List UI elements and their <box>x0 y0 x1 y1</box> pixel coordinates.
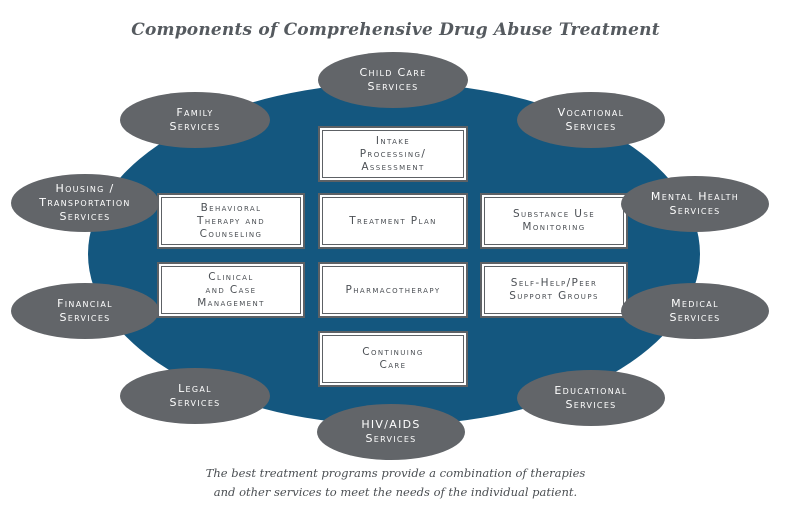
continuing-care-box: Continuing Care <box>318 331 468 387</box>
financial-services-oval: Financial Services <box>11 283 159 339</box>
substance-use-monitoring-box: Substance Use Monitoring <box>480 193 628 249</box>
pharmacotherapy-box: Pharmacotherapy <box>318 262 468 318</box>
diagram-title: Components of Comprehensive Drug Abuse T… <box>131 20 660 40</box>
medical-services-oval: Medical Services <box>621 283 769 339</box>
educational-services-oval: Educational Services <box>517 370 665 426</box>
housing-transportation-services-oval: Housing / Transportation Services <box>11 174 159 232</box>
behavioral-therapy-box: Behavioral Therapy and Counseling <box>157 193 305 249</box>
caption-line-1: The best treatment programs provide a co… <box>205 466 586 480</box>
mental-health-services-oval: Mental Health Services <box>621 176 769 232</box>
legal-services-oval: Legal Services <box>120 368 270 424</box>
hiv-aids-services-oval: HIV/AIDS Services <box>317 404 465 460</box>
intake-box: Intake Processing/ Assessment <box>318 126 468 182</box>
clinical-case-management-box: Clinical and Case Management <box>157 262 305 318</box>
caption-line-2: and other services to meet the needs of … <box>213 485 578 499</box>
vocational-services-oval: Vocational Services <box>517 92 665 148</box>
treatment-plan-box: Treatment Plan <box>318 193 468 249</box>
child-care-services-oval: Child Care Services <box>318 52 468 108</box>
self-help-peer-support-box: Self-Help/Peer Support Groups <box>480 262 628 318</box>
family-services-oval: Family Services <box>120 92 270 148</box>
